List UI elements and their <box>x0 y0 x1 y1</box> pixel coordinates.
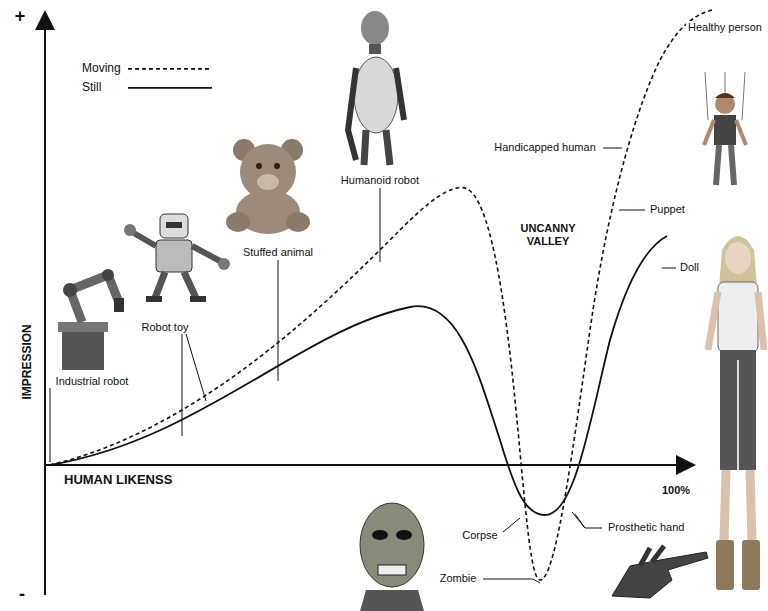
chart-label: Handicapped human <box>492 141 598 154</box>
chart-label: Doll <box>678 261 701 274</box>
zombie-figure <box>360 503 424 611</box>
legend-text: Moving <box>80 62 123 76</box>
chart-label: Puppet <box>648 203 687 216</box>
chart-label: + <box>13 6 28 27</box>
axis-title: IMPRESSION <box>21 322 35 401</box>
legend-text: Still <box>80 81 103 95</box>
chart-label: Industrial robot <box>54 375 131 388</box>
puppet-figure <box>704 72 746 185</box>
x-axis <box>45 464 692 466</box>
prosthetic-hand-figure <box>612 546 708 598</box>
chart-label: HUMAN LIKENSS <box>62 473 174 488</box>
legend-sample-line <box>128 87 212 89</box>
chart-label: - <box>17 584 27 605</box>
robot-toy-figure <box>124 214 230 302</box>
chart-label: Prosthetic hand <box>606 521 686 534</box>
chart-label: UNCANNY VALLEY <box>511 222 585 247</box>
doll-figure <box>708 236 764 590</box>
still-curve <box>50 236 667 515</box>
humanoid-robot-figure <box>348 11 404 165</box>
stuffed-animal-figure <box>226 139 310 234</box>
legend-sample-line <box>128 68 212 70</box>
chart-label: Stuffed animal <box>241 246 315 259</box>
chart-label: 100% <box>660 484 692 497</box>
moving-curve <box>50 10 712 580</box>
chart-label: Zombie <box>438 572 479 585</box>
chart-label: Robot toy <box>139 321 190 334</box>
y-axis <box>44 14 46 595</box>
leader-lines <box>50 148 676 583</box>
chart-label: Healthy person <box>686 21 764 34</box>
industrial-robot-figure <box>58 269 124 370</box>
chart-label: Humanoid robot <box>339 174 421 187</box>
chart-label: Corpse <box>460 529 499 542</box>
